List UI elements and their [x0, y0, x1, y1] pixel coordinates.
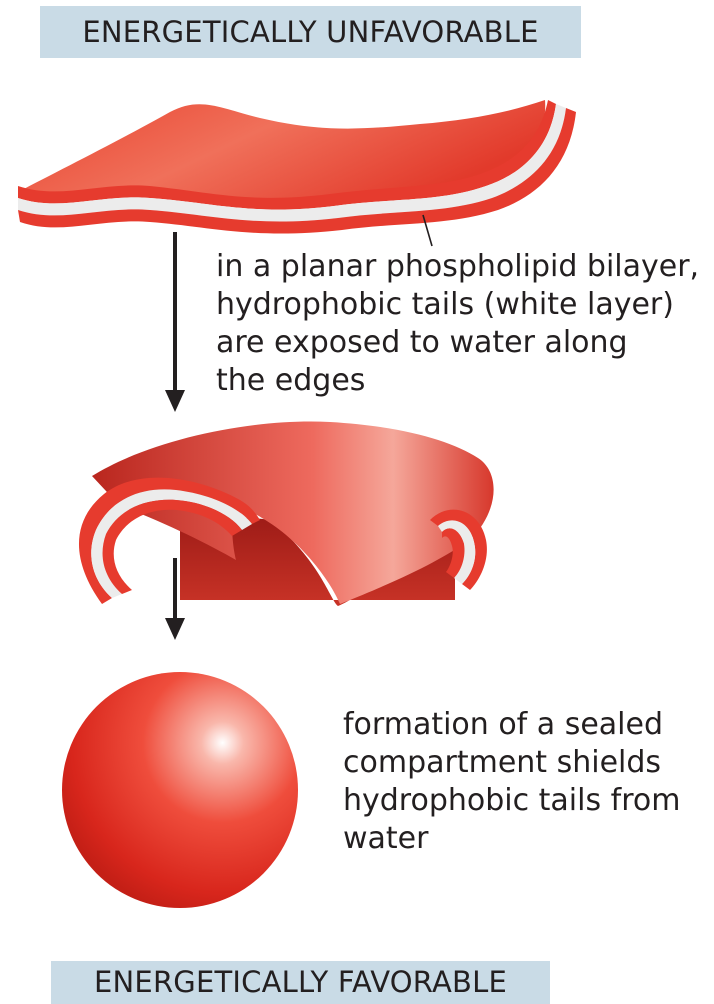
caption-line: water	[343, 820, 680, 858]
caption-line: in a planar phospholipid bilayer,	[216, 248, 699, 286]
caption-line: formation of a sealed	[343, 706, 680, 744]
energetically-favorable-banner: ENERGETICALLY FAVORABLE	[51, 961, 550, 1004]
planar-bilayer-sheet	[18, 100, 576, 234]
arrow-down-icon	[165, 232, 185, 412]
curved-bilayer-dome	[79, 422, 494, 606]
caption-line: compartment shields	[343, 744, 680, 782]
caption-line: hydrophobic tails from	[343, 782, 680, 820]
banner-bottom-label: ENERGETICALLY FAVORABLE	[94, 968, 507, 997]
sealed-vesicle-sphere	[62, 672, 298, 908]
caption-line: the edges	[216, 362, 699, 400]
sealed-compartment-caption: formation of a sealed compartment shield…	[343, 706, 680, 858]
planar-bilayer-caption: in a planar phospholipid bilayer, hydrop…	[216, 248, 699, 400]
caption-line: hydrophobic tails (white layer)	[216, 286, 699, 324]
caption-line: are exposed to water along	[216, 324, 699, 362]
